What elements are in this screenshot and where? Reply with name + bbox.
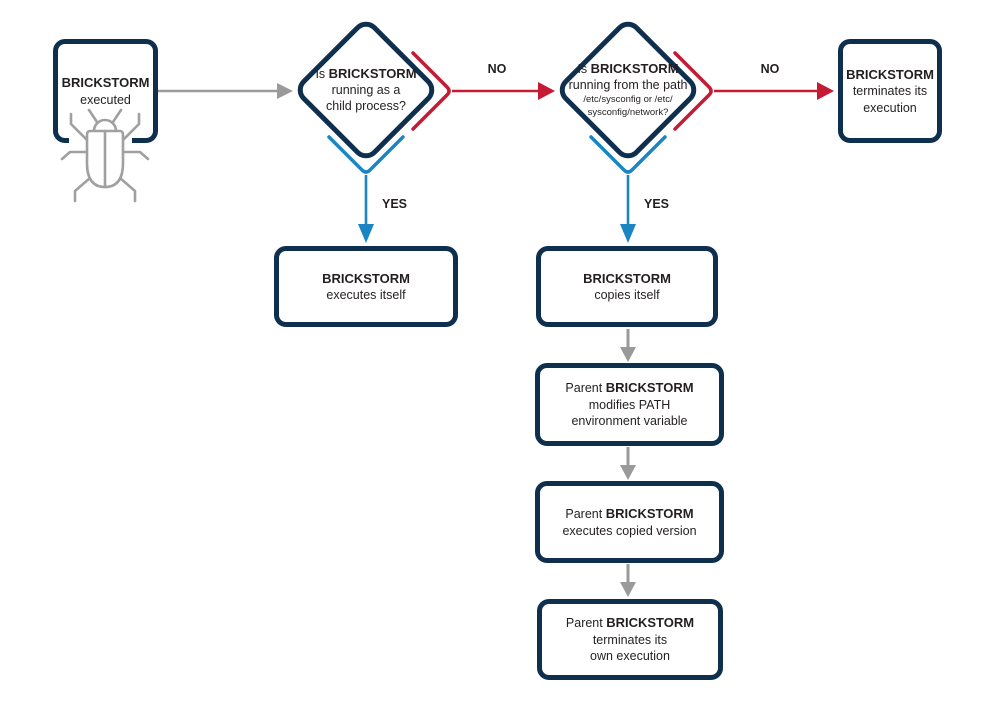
red-chevron-icon: [411, 51, 451, 131]
arrowhead-icon: [538, 82, 555, 100]
arrowhead-icon: [620, 224, 636, 243]
arrowhead-icon: [620, 347, 636, 362]
node-prefix: Parent: [565, 381, 606, 396]
arrowhead-icon: [620, 582, 636, 597]
node-prefix: Parent: [565, 507, 606, 521]
node-line: own execution: [590, 649, 670, 664]
arrow-executes-to-terminates: [620, 564, 636, 597]
arrow-copies-to-modifies: [620, 329, 636, 362]
bug-icon: [60, 108, 150, 203]
node-title: BRICKSTORM: [605, 380, 694, 396]
node-line: execution: [863, 100, 917, 115]
arrow-start-to-decision1: [158, 83, 293, 99]
node-brickstorm-executes-itself-text: BRICKSTORM executes itself: [322, 270, 410, 304]
node-line: modifies PATH: [588, 397, 671, 412]
node-brickstorm-executed: BRICKSTORM executed: [53, 39, 158, 143]
arrowhead-icon: [817, 82, 834, 100]
node-brickstorm-executed-text: BRICKSTORM executed: [62, 74, 150, 108]
arrow-modifies-to-executes: [620, 447, 636, 480]
decision1-diamond: [297, 21, 435, 159]
node-prefix: Parent: [565, 616, 607, 631]
node-line: terminates its: [852, 84, 928, 99]
arrowhead-icon: [620, 465, 636, 480]
arrowhead-icon: [358, 224, 374, 243]
node-brickstorm-terminates-text: BRICKSTORM terminates its execution: [846, 66, 934, 117]
no-branch-decision2: [673, 51, 834, 131]
yes-branch-decision1: [327, 135, 405, 243]
node-title: BRICKSTORM: [606, 615, 695, 631]
node-title: BRICKSTORM: [61, 75, 150, 90]
node-line: executes copied version: [562, 523, 697, 538]
node-line: copies itself: [594, 288, 660, 302]
node-line: executed: [80, 92, 131, 107]
node-parent-terminates-own: Parent BRICKSTORM terminates its own exe…: [537, 599, 723, 680]
yes-branch-decision2: [589, 135, 667, 243]
node-parent-modifies-path-text: Parent BRICKSTORM modifies PATH environm…: [565, 379, 693, 430]
node-line: terminates its: [592, 632, 668, 647]
node-title: BRICKSTORM: [846, 66, 934, 82]
red-chevron-icon: [673, 51, 713, 131]
blue-chevron-icon: [327, 135, 405, 174]
node-title: BRICKSTORM: [322, 270, 410, 286]
node-parent-terminates-own-text: Parent BRICKSTORM terminates its own exe…: [566, 614, 694, 665]
decision2-diamond: [559, 21, 697, 159]
arrowhead-icon: [277, 83, 293, 99]
node-brickstorm-terminates: BRICKSTORM terminates its execution: [838, 39, 942, 143]
node-brickstorm-copies-itself-text: BRICKSTORM copies itself: [583, 270, 671, 304]
node-title: BRICKSTORM: [605, 506, 694, 521]
node-line: executes itself: [326, 288, 406, 302]
blue-chevron-icon: [589, 135, 667, 174]
node-parent-executes-copy-text: Parent BRICKSTORM executes copied versio…: [562, 505, 696, 539]
node-parent-executes-copy: Parent BRICKSTORM executes copied versio…: [535, 481, 724, 563]
node-parent-modifies-path: Parent BRICKSTORM modifies PATH environm…: [535, 363, 724, 446]
no-branch-decision1: [411, 51, 555, 131]
node-title: BRICKSTORM: [583, 270, 671, 286]
node-line: environment variable: [571, 414, 688, 429]
node-brickstorm-copies-itself: BRICKSTORM copies itself: [536, 246, 718, 327]
node-brickstorm-executes-itself: BRICKSTORM executes itself: [274, 246, 458, 327]
